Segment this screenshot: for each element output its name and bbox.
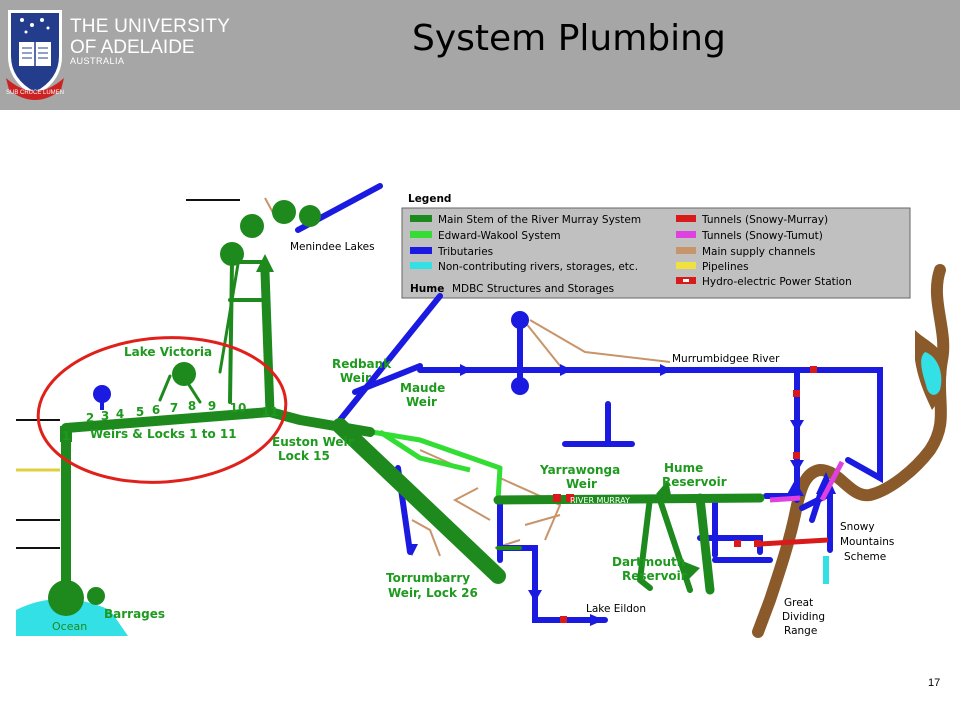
legend-hume-key: Hume	[410, 283, 444, 295]
university-country: AUSTRALIA	[70, 56, 125, 66]
legend-swatch-non-contributing	[410, 262, 432, 269]
label-yarrawonga-line2: Weir	[566, 477, 597, 491]
structure-markers	[553, 366, 817, 623]
label-redbank-line2: Weir	[340, 371, 371, 385]
label-snowy-line2: Mountains	[840, 536, 894, 548]
legend-item-tributaries: Tributaries	[437, 246, 493, 258]
lock-number-7: 7	[170, 401, 178, 415]
legend-item-supply-channels: Main supply channels	[702, 246, 815, 258]
label-hume-reservoir-line2: Reservoir	[662, 475, 727, 489]
tributaries	[295, 183, 883, 623]
label-maude-line1: Maude	[400, 381, 445, 395]
university-crest-logo: SUB CRUCE LUMEN	[6, 10, 64, 100]
label-torrumbarry-line2: Weir, Lock 26	[388, 586, 478, 600]
legend-item-edward-wakool: Edward-Wakool System	[438, 230, 561, 242]
lock-number-10: 10	[230, 401, 247, 415]
legend-swatch-supply-channels	[676, 247, 696, 254]
legend-swatch-tunnels-snowy-murray	[676, 215, 696, 222]
legend-item-tunnels-snowy-tumut: Tunnels (Snowy-Tumut)	[701, 230, 823, 242]
legend-item-non-contributing: Non-contributing rivers, storages, etc.	[438, 261, 638, 273]
legend-item-main-stem: Main Stem of the River Murray System	[438, 214, 641, 226]
university-name-line1: THE UNIVERSITY	[70, 16, 231, 37]
lock-number-3: 3	[101, 409, 109, 423]
legend-swatch-edward-wakool	[410, 231, 432, 238]
label-weirs-locks: Weirs & Locks 1 to 11	[90, 427, 237, 441]
legend-swatch-tributaries	[410, 247, 432, 254]
main-stem	[61, 250, 765, 605]
lock-number-6: 6	[152, 403, 160, 417]
edward-wakool-system	[359, 427, 503, 501]
legend: Legend Main Stem of the River Murray Sys…	[401, 193, 911, 299]
legend-hume-desc: MDBC Structures and Storages	[452, 283, 614, 295]
flow-arrows	[406, 364, 804, 626]
label-hume-reservoir-line1: Hume	[664, 461, 703, 475]
label-menindee-lakes: Menindee Lakes	[290, 241, 375, 253]
ocean	[16, 599, 128, 636]
label-euston-line1: Euston Weir	[272, 435, 354, 449]
lock-number-2: 2	[86, 411, 94, 425]
label-murrumbidgee: Murrumbidgee River	[672, 353, 780, 365]
label-river-murray-east: RIVER MURRAY	[570, 496, 630, 505]
lock-number-9: 9	[208, 399, 216, 413]
lock-number-8: 8	[188, 399, 196, 413]
label-yarrawonga-line1: Yarrawonga	[539, 463, 620, 477]
label-lake-victoria: Lake Victoria	[124, 345, 212, 359]
lock-markers: 1 2 3 4 5 6 7 8 9 10 11	[60, 399, 278, 443]
murray-system-schematic: Legend Main Stem of the River Murray Sys…	[16, 183, 950, 638]
page-title: System Plumbing	[412, 18, 726, 59]
weirs-highlight-circle	[36, 336, 288, 484]
tunnels	[759, 460, 845, 547]
lock-number-11: 11	[262, 405, 279, 419]
label-euston-line2: Lock 15	[278, 449, 330, 463]
label-torrumbarry-line1: Torrumbarry	[386, 571, 470, 585]
legend-item-pipelines: Pipelines	[702, 261, 749, 273]
label-gdr-line3: Range	[784, 625, 817, 637]
lock-number-4: 4	[116, 407, 124, 421]
tributary-storages	[93, 311, 836, 496]
legend-item-tunnels-snowy-murray: Tunnels (Snowy-Murray)	[701, 214, 828, 226]
label-snowy-line3: Scheme	[844, 551, 886, 563]
legend-item-power-station: Hydro-electric Power Station	[702, 276, 852, 288]
crest-motto: SUB CRUCE LUMEN	[6, 90, 64, 96]
page-number: 17	[928, 677, 941, 689]
boundary-lines	[16, 199, 240, 549]
legend-swatch-main-stem	[410, 215, 432, 222]
label-barrages: Barrages	[104, 607, 165, 621]
lock-number-1: 1	[62, 429, 70, 443]
label-maude-line2: Weir	[406, 395, 437, 409]
label-redbank-line1: Redbank	[332, 357, 392, 371]
main-stem-storages	[48, 200, 700, 616]
label-river-murray-west: RIVER MURRAY	[63, 480, 72, 548]
range-lake	[921, 352, 942, 395]
label-dartmouth-line2: Reservoir	[622, 569, 687, 583]
legend-title: Legend	[408, 193, 451, 205]
label-gdr-line2: Dividing	[782, 611, 825, 623]
label-lake-eildon: Lake Eildon	[586, 603, 646, 615]
slide-header: SUB CRUCE LUMEN THE UNIVERSITY OF ADELAI…	[0, 0, 960, 110]
label-snowy-line1: Snowy	[840, 521, 875, 533]
university-name-line2: OF ADELAIDE	[70, 37, 195, 58]
legend-swatch-tunnels-snowy-tumut	[676, 231, 696, 238]
lock-number-5: 5	[136, 405, 144, 419]
label-gdr-line1: Great	[784, 597, 813, 609]
legend-swatch-pipelines	[676, 262, 696, 269]
great-dividing-range	[752, 264, 950, 638]
label-dartmouth-line1: Dartmouth	[612, 555, 685, 569]
label-ocean: Ocean	[52, 620, 87, 633]
